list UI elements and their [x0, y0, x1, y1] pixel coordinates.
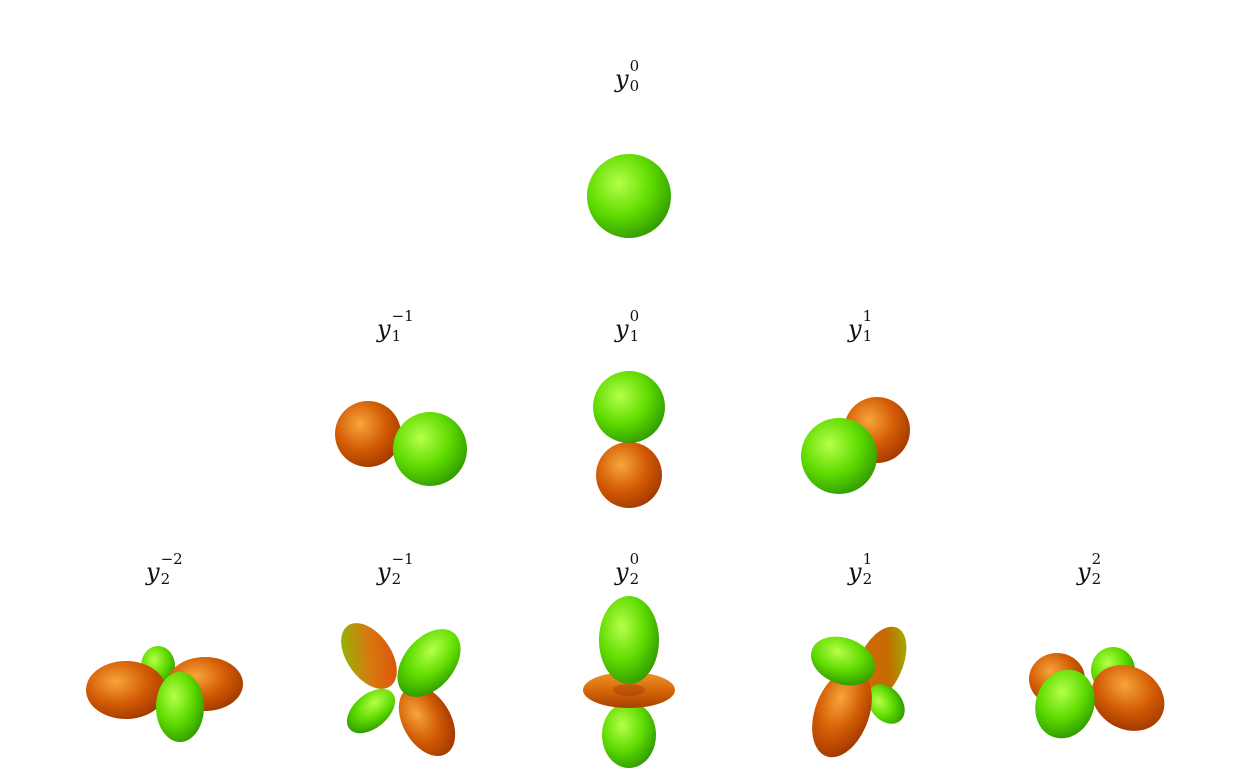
- label-y21-superscript: 1: [862, 550, 873, 568]
- label-y10-superscript: 0: [629, 307, 640, 325]
- label-y1m1-subscript: 1: [391, 327, 402, 345]
- label-y21-symbol: y: [848, 558, 862, 586]
- harmonic-y21-shape: [811, 626, 907, 758]
- label-y11-subscript: 1: [862, 327, 873, 345]
- label-y22-symbol: y: [1077, 558, 1091, 586]
- label-y00-subscript: 0: [629, 77, 640, 95]
- label-y2m2-subscript: 2: [160, 570, 171, 588]
- label-y2m1: y−1 2: [377, 552, 422, 590]
- label-y1m1: y−1 1: [377, 309, 422, 347]
- label-y2m1-subscript: 2: [391, 570, 402, 588]
- label-y2m1-symbol: y: [377, 558, 391, 586]
- label-y2m2-superscript: −2: [160, 550, 183, 568]
- label-y10-symbol: y: [615, 315, 629, 343]
- label-y11-superscript: 1: [862, 307, 873, 325]
- label-y2m1-superscript: −1: [391, 550, 414, 568]
- harmonic-y11-shape: [801, 397, 910, 494]
- harmonic-y1m1-shape: [335, 401, 467, 486]
- label-y00-symbol: y: [615, 65, 629, 93]
- label-y20-subscript: 2: [629, 570, 640, 588]
- label-y11-symbol: y: [848, 315, 862, 343]
- harmonic-y00-shape: [587, 154, 671, 238]
- label-y21-subscript: 2: [862, 570, 873, 588]
- label-y20-superscript: 0: [629, 550, 640, 568]
- harmonic-y2m1-shape: [341, 623, 461, 757]
- label-y1m1-superscript: −1: [391, 307, 414, 325]
- label-y22-subscript: 2: [1091, 570, 1102, 588]
- harmonic-y10-shape: [593, 371, 665, 508]
- harmonic-y20-shape: [583, 596, 675, 768]
- label-y00-superscript: 0: [629, 57, 640, 75]
- label-y2m2: y−2 2: [146, 552, 191, 590]
- label-y2m2-symbol: y: [146, 558, 160, 586]
- label-y10-subscript: 1: [629, 327, 640, 345]
- harmonic-y2m2-shape: [86, 646, 243, 742]
- label-y1m1-symbol: y: [377, 315, 391, 343]
- label-y20-symbol: y: [615, 558, 629, 586]
- label-y22-superscript: 2: [1091, 550, 1102, 568]
- harmonic-y22-shape: [1029, 647, 1165, 739]
